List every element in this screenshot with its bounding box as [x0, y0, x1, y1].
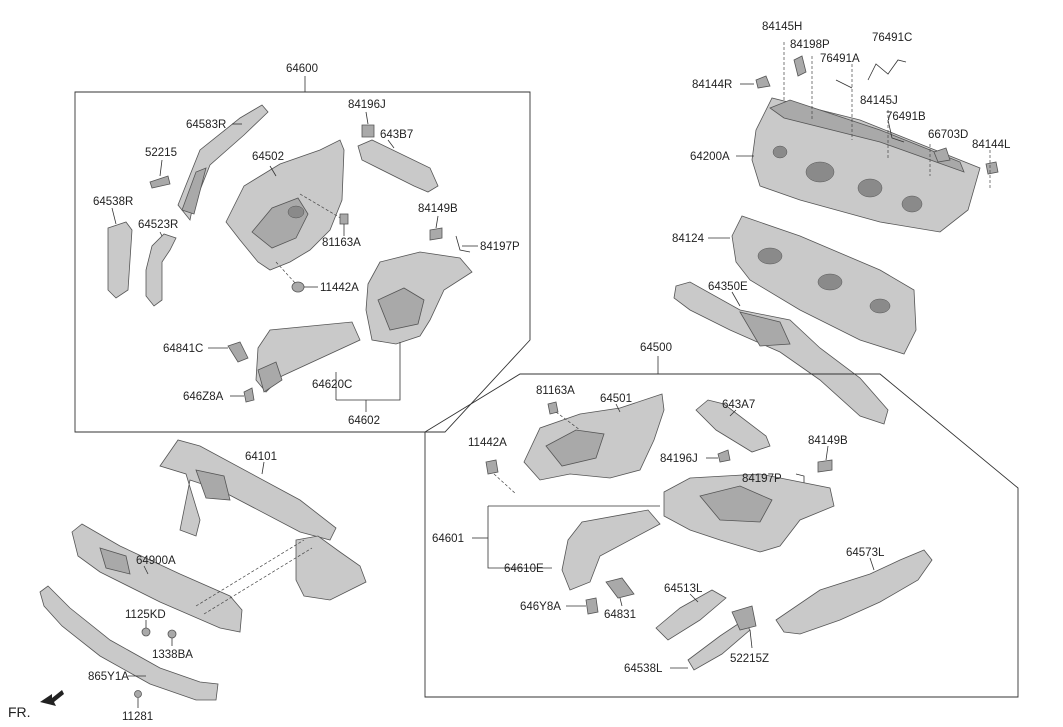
- label-64841C: 64841C: [163, 343, 203, 355]
- label-64501: 64501: [600, 393, 632, 405]
- label-64601: 64601: [432, 533, 464, 545]
- part-64523R: [145, 233, 177, 307]
- label-865Y1A: 865Y1A: [88, 671, 129, 683]
- part-84196J: [361, 124, 375, 138]
- label-84145J: 84145J: [860, 95, 898, 107]
- label-84197P-b: 84197P: [742, 473, 782, 485]
- label-64350E: 64350E: [708, 281, 748, 293]
- label-76491B: 76491B: [886, 111, 926, 123]
- part-11442A-b: [485, 459, 499, 475]
- label-84149B-b: 84149B: [808, 435, 848, 447]
- front-arrow-icon: [40, 690, 64, 706]
- part-64502: [225, 139, 345, 271]
- part-52215: [149, 175, 171, 189]
- part-865Y1A: [39, 585, 219, 701]
- part-646Z8A: [243, 387, 255, 403]
- part-64610E: [561, 509, 661, 591]
- part-76491C: [867, 59, 907, 81]
- label-64831: 64831: [604, 609, 636, 621]
- part-84197P: [455, 235, 471, 253]
- part-643B7: [357, 139, 439, 193]
- label-84145H: 84145H: [762, 21, 802, 33]
- part-81163A-b: [547, 401, 559, 415]
- label-64602: 64602: [348, 415, 380, 427]
- part-64841C: [227, 341, 249, 363]
- label-84149B: 84149B: [418, 203, 458, 215]
- part-64620C: [255, 321, 361, 393]
- label-64101: 64101: [245, 451, 277, 463]
- part-646Y8A: [585, 597, 599, 615]
- part-front-member-right: [365, 251, 473, 345]
- part-84149B: [429, 227, 443, 241]
- label-76491C: 76491C: [872, 32, 912, 44]
- label-646Y8A: 646Y8A: [520, 601, 561, 613]
- part-52215Z: [731, 605, 757, 631]
- part-64573L: [775, 549, 933, 635]
- label-84196J: 84196J: [348, 99, 386, 111]
- label-64200A: 64200A: [690, 151, 730, 163]
- label-64583R: 64583R: [186, 119, 226, 131]
- label-643A7: 643A7: [722, 399, 755, 411]
- part-1125KD: [141, 627, 151, 637]
- label-1338BA: 1338BA: [152, 649, 193, 661]
- label-84196J-b: 84196J: [660, 453, 698, 465]
- part-84196J-b: [717, 449, 731, 463]
- part-64831: [605, 577, 635, 599]
- label-64610E: 64610E: [504, 563, 544, 575]
- part-64538R: [107, 221, 133, 299]
- part-84149B-b: [817, 459, 833, 473]
- label-84124: 84124: [672, 233, 705, 245]
- part-643A7: [695, 399, 771, 453]
- label-84198P: 84198P: [790, 39, 830, 51]
- part-64513L: [655, 589, 727, 641]
- label-64500: 64500: [640, 342, 672, 354]
- label-81163A: 81163A: [322, 237, 361, 249]
- part-64200A: [751, 97, 981, 233]
- part-76491A: [835, 79, 853, 89]
- label-84197P: 84197P: [480, 241, 520, 253]
- label-front: FR.: [8, 704, 31, 720]
- label-84144L: 84144L: [972, 139, 1011, 151]
- label-643B7: 643B7: [380, 129, 413, 141]
- part-64501: [523, 393, 665, 481]
- part-84124: [731, 215, 917, 355]
- label-1125KD: 1125KD: [125, 609, 166, 621]
- part-66703D: [933, 147, 951, 163]
- part-76491B: [887, 119, 905, 143]
- part-84198P: [793, 55, 807, 77]
- label-52215Z: 52215Z: [730, 653, 769, 665]
- label-64538R: 64538R: [93, 196, 133, 208]
- label-76491A: 76491A: [820, 53, 860, 65]
- label-64538L: 64538L: [624, 663, 663, 675]
- label-64600: 64600: [286, 63, 318, 75]
- part-64900A: [71, 523, 243, 633]
- part-64350E: [673, 281, 889, 425]
- group-box-64600: [74, 91, 531, 433]
- label-84144R: 84144R: [692, 79, 732, 91]
- label-64900A: 64900A: [136, 555, 176, 567]
- part-11281: [134, 690, 142, 698]
- label-64620C: 64620C: [312, 379, 352, 391]
- part-64101: [159, 439, 367, 601]
- part-84144L: [985, 161, 999, 175]
- label-646Z8A: 646Z8A: [183, 391, 224, 403]
- part-1338BA: [167, 629, 177, 639]
- label-64502: 64502: [252, 151, 284, 163]
- label-64513L: 64513L: [664, 583, 703, 595]
- label-64573L: 64573L: [846, 547, 885, 559]
- label-11281: 11281: [122, 711, 153, 723]
- part-84144R: [755, 75, 771, 89]
- label-11442A-b: 11442A: [468, 437, 507, 449]
- label-52215: 52215: [145, 147, 177, 159]
- label-64523R: 64523R: [138, 219, 178, 231]
- label-66703D: 66703D: [928, 129, 968, 141]
- part-front-member-left: [663, 473, 835, 553]
- part-64583R: [177, 104, 269, 221]
- label-81163A-b: 81163A: [536, 385, 575, 397]
- part-11442A: [275, 261, 305, 293]
- label-11442A: 11442A: [320, 282, 359, 294]
- group-box-64500: [424, 373, 1019, 698]
